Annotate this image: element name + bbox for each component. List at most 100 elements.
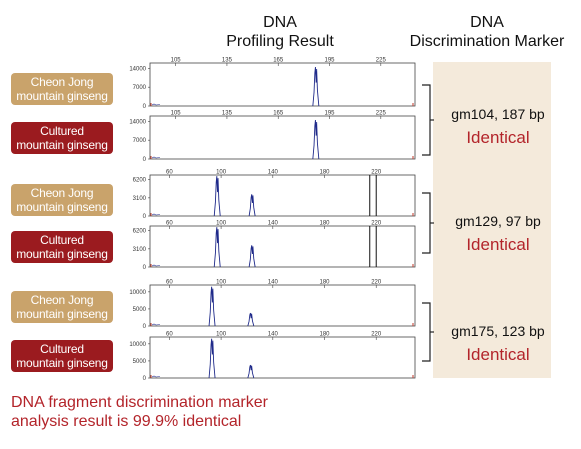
y-tick-label: 7000 <box>133 138 147 144</box>
marker-result-gm129: gm129, 97 bp Identical <box>438 213 558 256</box>
marker-result: Identical <box>466 235 530 254</box>
x-tick-label: 225 <box>376 111 387 117</box>
x-tick-label: 135 <box>222 111 233 117</box>
sample-label-cultured: Cultured mountain ginseng <box>11 340 113 372</box>
plot-frame <box>149 174 416 217</box>
x-tick-label: 140 <box>268 170 279 176</box>
group-bracket <box>422 84 434 156</box>
plot-frame <box>149 225 416 268</box>
label-line: Cheon Jong <box>30 293 94 307</box>
y-tick-label: 0 <box>143 376 147 382</box>
peak <box>312 66 320 107</box>
y-tick-label: 0 <box>143 214 147 220</box>
x-tick-label: 180 <box>320 332 331 338</box>
y-tick-label: 3100 <box>133 196 147 202</box>
peak <box>248 245 256 268</box>
y-tick-label: 6200 <box>133 178 147 184</box>
x-tick-label: 195 <box>325 111 336 117</box>
y-tick-label: 0 <box>143 324 147 330</box>
group-bracket <box>422 302 434 362</box>
label-line: Cultured <box>40 233 84 247</box>
x-tick-label: 140 <box>268 332 279 338</box>
marker-name: gm129, 97 bp <box>455 213 541 229</box>
header-line: DNA <box>470 14 504 31</box>
conclusion-line: analysis result is 99.9% identical <box>11 413 242 430</box>
baseline-noise <box>151 375 161 378</box>
marker-result-panel <box>433 62 551 378</box>
y-tick-label: 14000 <box>129 66 146 72</box>
header-line: Profiling Result <box>226 33 334 50</box>
marker-result: Identical <box>466 345 530 364</box>
x-tick-label: 100 <box>216 332 227 338</box>
sample-label-cheon-jong: Cheon Jong mountain ginseng <box>11 73 113 105</box>
plot-frame <box>149 62 416 107</box>
y-tick-label: 6200 <box>133 229 147 235</box>
peak <box>248 194 256 217</box>
x-tick-label: 60 <box>166 221 173 227</box>
x-tick-label: 100 <box>216 170 227 176</box>
peak <box>312 119 320 160</box>
marker-name: gm104, 187 bp <box>451 106 545 122</box>
x-tick-label: 180 <box>320 170 331 176</box>
y-tick-label: 5000 <box>133 359 147 365</box>
x-tick-label: 100 <box>216 221 227 227</box>
baseline-noise <box>151 264 161 267</box>
x-tick-label: 220 <box>371 221 382 227</box>
marker-name: gm175, 123 bp <box>451 323 545 339</box>
x-tick-label: 60 <box>166 280 173 286</box>
y-tick-label: 0 <box>143 104 147 110</box>
y-tick-label: 14000 <box>129 119 146 125</box>
label-line: mountain ginseng <box>16 89 108 103</box>
x-tick-label: 100 <box>216 280 227 286</box>
label-line: mountain ginseng <box>16 356 108 370</box>
label-line: mountain ginseng <box>16 247 108 261</box>
header-line: DNA <box>263 14 297 31</box>
label-line: Cultured <box>40 342 84 356</box>
conclusion-text: DNA fragment discrimination marker analy… <box>11 393 431 431</box>
baseline-noise <box>151 323 161 326</box>
x-tick-label: 165 <box>273 58 284 64</box>
marker-result-gm175: gm175, 123 bp Identical <box>438 323 558 366</box>
x-tick-label: 220 <box>371 170 382 176</box>
plot-frame <box>149 115 416 160</box>
sample-label-cultured: Cultured mountain ginseng <box>11 231 113 263</box>
x-tick-label: 195 <box>325 58 336 64</box>
y-tick-label: 0 <box>143 157 147 163</box>
y-tick-label: 0 <box>143 265 147 271</box>
peak <box>247 312 255 327</box>
peak <box>208 286 216 327</box>
group-bracket <box>422 192 434 254</box>
y-tick-label: 3100 <box>133 247 147 253</box>
x-tick-label: 135 <box>222 58 233 64</box>
x-tick-label: 220 <box>371 280 382 286</box>
electropherogram-gm104-cultured: 105 135 165 195 225 14000 7000 0 <box>120 109 420 163</box>
baseline-noise <box>151 156 161 159</box>
x-tick-label: 105 <box>171 111 182 117</box>
plot-frame <box>149 284 416 327</box>
label-line: Cheon Jong <box>30 186 94 200</box>
dna-profiling-header: DNA Profiling Result <box>190 13 370 51</box>
x-tick-label: 60 <box>166 170 173 176</box>
label-line: mountain ginseng <box>16 200 108 214</box>
baseline-noise <box>151 213 161 216</box>
x-tick-label: 165 <box>273 111 284 117</box>
peak <box>208 338 216 379</box>
electropherogram-svg: 105 135 165 195 225 14000 7000 0 <box>129 111 416 163</box>
plot-frame <box>149 336 416 379</box>
electropherogram-svg: 60 100 140 180 220 6200 3100 0 <box>133 170 416 220</box>
x-tick-label: 60 <box>166 332 173 338</box>
peak <box>213 176 221 217</box>
label-line: Cultured <box>40 124 84 138</box>
y-tick-label: 7000 <box>133 85 147 91</box>
label-line: Cheon Jong <box>30 75 94 89</box>
label-line: mountain ginseng <box>16 307 108 321</box>
electropherogram-gm129-cheon-jong: 60 100 140 180 220 6200 3100 0 <box>120 168 420 220</box>
baseline-noise <box>151 103 161 106</box>
conclusion-line: DNA fragment discrimination marker <box>11 394 268 411</box>
